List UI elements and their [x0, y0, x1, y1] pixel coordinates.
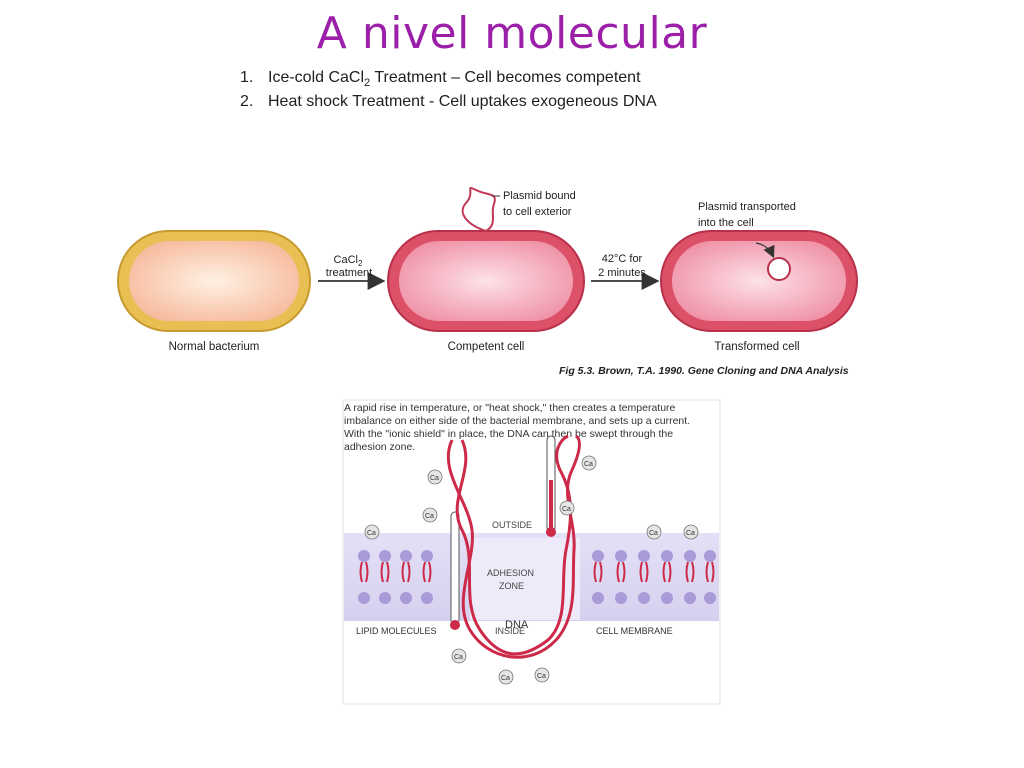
- step-number: 1.: [240, 69, 254, 86]
- slide-title: A nivel molecular: [316, 8, 708, 59]
- normal-bacterium: [117, 230, 311, 332]
- svg-text:Ca: Ca: [537, 673, 546, 680]
- svg-text:Ca: Ca: [649, 530, 658, 537]
- svg-text:Ca: Ca: [686, 530, 695, 537]
- step-subscript: 2: [364, 77, 371, 90]
- plasmid-bound-label: Plasmid bound to cell exterior: [503, 190, 579, 218]
- adhesion-label-2: ZONE: [499, 581, 524, 591]
- dna-strand: [446, 434, 581, 659]
- transformed-cell-label: Transformed cell: [714, 341, 799, 353]
- arrow-2-label-1: 42°C for: [602, 253, 643, 265]
- step-item: 1. Ice-cold CaCl2 Treatment – Cell become…: [240, 66, 657, 90]
- lipid-molecules-right: [592, 550, 716, 604]
- competent-cell-label: Competent cell: [448, 341, 525, 353]
- normal-bacterium-label: Normal bacterium: [169, 341, 260, 353]
- plasmid-transported-label: Plasmid transported into the cell: [698, 201, 799, 229]
- calcium-ion-icon: Ca: [427, 469, 443, 485]
- calcium-ion-icon: Ca: [422, 507, 438, 523]
- svg-text:Ca: Ca: [562, 506, 571, 513]
- arrow-1-label-2: treatment: [326, 267, 372, 279]
- transformed-cell: [660, 230, 858, 332]
- steps-list: 1. Ice-cold CaCl2 Treatment – Cell become…: [240, 66, 657, 114]
- svg-text:Ca: Ca: [454, 654, 463, 661]
- calcium-ion-icon: Ca: [534, 667, 550, 683]
- calcium-ion-icon: Ca: [646, 524, 662, 540]
- step-text: Ice-cold CaCl: [268, 69, 365, 86]
- calcium-ion-icon: Ca: [364, 524, 380, 540]
- arrow-1-label: CaCl2: [334, 254, 363, 268]
- description-text: A rapid rise in temperature, or "heat sh…: [344, 402, 693, 453]
- lipid-molecules-label: LIPID MOLECULES: [356, 626, 437, 636]
- step-text: Heat shock Treatment - Cell uptakes exog…: [268, 93, 657, 110]
- competent-cell: [387, 186, 585, 332]
- step-text-end: Treatment – Cell becomes competent: [370, 69, 641, 86]
- thermometer-right-icon: [546, 435, 556, 537]
- arrow-2-label-2: 2 minutes: [598, 267, 646, 279]
- heat-shock-diagram: A rapid rise in temperature, or "heat sh…: [342, 399, 721, 705]
- calcium-ion-icon: Ca: [683, 524, 699, 540]
- adhesion-label-1: ADHESION: [487, 568, 534, 578]
- calcium-ion-icon: Ca: [559, 500, 575, 516]
- svg-text:Ca: Ca: [367, 530, 376, 537]
- svg-text:Ca: Ca: [501, 675, 510, 682]
- calcium-ion-icon: Ca: [581, 455, 597, 471]
- outside-label: OUTSIDE: [492, 520, 532, 530]
- calcium-ion-icon: Ca: [498, 669, 514, 685]
- dna-label: DNA: [505, 619, 529, 631]
- step-number: 2.: [240, 93, 254, 110]
- svg-text:Ca: Ca: [584, 461, 593, 468]
- svg-text:Ca: Ca: [425, 513, 434, 520]
- calcium-ion-icon: Ca: [451, 648, 467, 664]
- svg-text:Ca: Ca: [430, 475, 439, 482]
- plasmid-inside-icon: [767, 257, 791, 281]
- step-item: 2. Heat shock Treatment - Cell uptakes ex…: [240, 90, 657, 114]
- cell-membrane-label: CELL MEMBRANE: [596, 626, 673, 636]
- plasmid-bound-icon: [461, 186, 496, 233]
- inside-label: INSIDE: [495, 626, 525, 636]
- thermometer-left-icon: [450, 511, 460, 630]
- figure-caption: Fig 5.3. Brown, T.A. 1990. Gene Cloning …: [559, 365, 849, 377]
- lipid-molecules-left: [358, 550, 433, 604]
